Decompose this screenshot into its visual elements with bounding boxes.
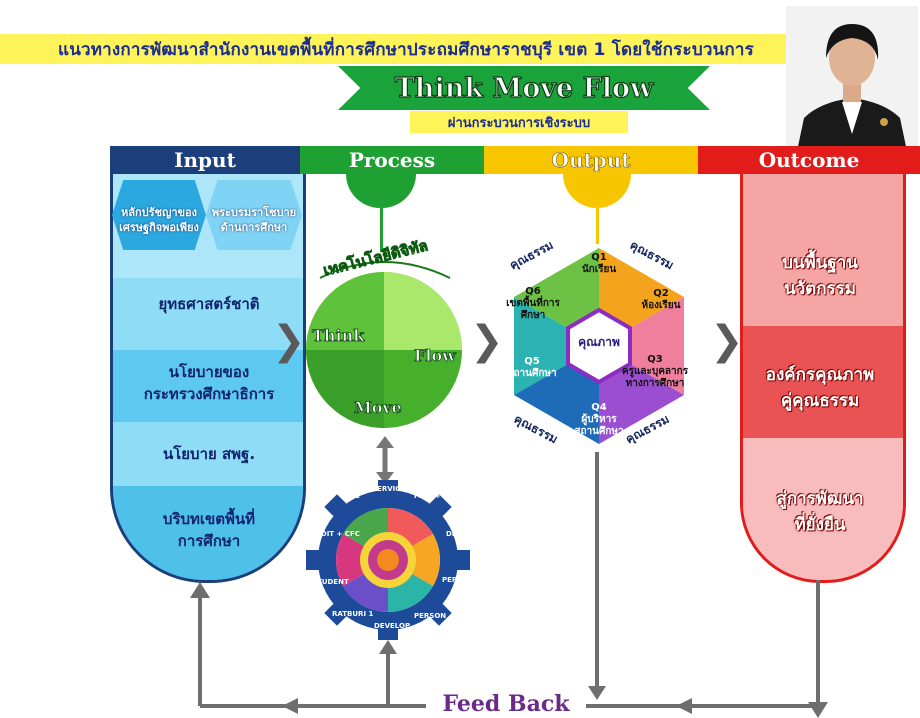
gear-label-abc: ABC <box>344 492 360 500</box>
q3-code: Q3 <box>647 354 663 365</box>
sufficiency-line-1: หลักปรัชญาของ <box>120 206 198 219</box>
outcome2-line-2: คู่คุณธรรม <box>780 391 860 411</box>
area-line-2: การศึกษา <box>177 532 241 550</box>
process-digital-circle <box>306 261 462 428</box>
royal-policy-label: พระบรมราโชบาย ด้านการศึกษา <box>206 205 302 235</box>
outcome-innovation: บนพื้นฐานนวัตกรรม <box>742 248 898 304</box>
input-band-2 <box>113 350 303 422</box>
q5-label: สถานศึกษา <box>507 368 557 379</box>
think-label: Think <box>312 326 365 346</box>
gear-label-ratburi: RATBURI 1 <box>332 610 374 618</box>
think-move-flow-banner: Think Move Flow <box>338 66 710 110</box>
gear-label-student: STUDENT <box>312 578 349 586</box>
presenter-portrait <box>786 6 918 156</box>
outcome-band-3 <box>743 438 903 580</box>
banner-text: Think Move Flow <box>394 72 654 104</box>
q6-label: เขตพื้นที่การศึกษา <box>506 298 560 321</box>
q4-label: ผู้บริหารสถานศึกษา <box>574 414 624 437</box>
process-header: Process <box>300 146 484 174</box>
hex-sufficiency <box>112 180 206 250</box>
sufficiency-label: หลักปรัชญาของ เศรษฐกิจพอเพียง <box>112 205 206 235</box>
input-item-area: บริบทเขตพื้นที่การศึกษา <box>118 505 300 555</box>
q6-code: Q6 <box>525 286 541 297</box>
input-item-obec: นโยบาย สพฐ. <box>162 445 256 463</box>
input-band-3 <box>113 422 303 486</box>
gear-label-perfect: PERFECT <box>442 576 477 584</box>
outcome-panel <box>740 174 906 583</box>
moe-line-1: นโยบายของ <box>168 363 250 381</box>
input-item-strategy: ยุทธศาสตร์ชาติ <box>158 295 260 313</box>
feedback-label-box: Feed Back <box>426 690 586 718</box>
q2-label: ห้องเรียน <box>641 300 681 311</box>
sufficiency-line-2: เศรษฐกิจพอเพียง <box>119 221 199 234</box>
royal-policy-line-2: ด้านการศึกษา <box>220 221 288 234</box>
outcome3-line-1: สู่การพัฒนา <box>776 489 864 509</box>
hex-royal-policy <box>206 180 302 250</box>
gear-label-audit: AUDIT + CFC <box>310 530 360 538</box>
outcome2-line-1: องค์กรคุณภาพ <box>765 365 875 385</box>
moe-line-2: กระทรวงศึกษาธิการ <box>143 385 275 403</box>
q4-code: Q4 <box>591 402 607 413</box>
input-item-moe: นโยบายของกระทรวงศึกษาธิการ <box>118 358 300 408</box>
outcome-sustainable: สู่การพัฒนาที่ยั่งยืน <box>742 484 898 540</box>
chevron-right-icon-2: ❯ <box>470 318 504 364</box>
outcome1-line-1: บนพื้นฐาน <box>782 253 858 273</box>
area-line-1: บริบทเขตพื้นที่ <box>162 510 256 528</box>
royal-policy-line-1: พระบรมราโชบาย <box>211 206 297 219</box>
feedback-label: Feed Back <box>442 691 570 717</box>
move-label: Move <box>354 398 403 418</box>
q1-code: Q1 <box>591 252 607 263</box>
quality-hexagon <box>514 248 684 444</box>
gear-label-dlict: DLICT <box>446 530 469 538</box>
gear-label-develop: DEVELOP <box>374 622 411 630</box>
input-band-4 <box>113 486 303 580</box>
output-header: Output <box>484 146 698 174</box>
chevron-right-icon-3: ❯ <box>710 318 744 364</box>
outcome-band-1 <box>743 174 903 326</box>
gear-label-person: PERSON <box>414 612 447 620</box>
input-band-1 <box>113 278 303 350</box>
q2-code: Q2 <box>653 288 669 299</box>
gear-label-service: SERVICE <box>372 485 406 493</box>
service-gear <box>306 480 470 640</box>
quality-center-label: คุณภาพ <box>578 335 620 349</box>
q3-label: ครูและบุคลากรทางการศึกษา <box>621 366 689 389</box>
flow-label: Flow <box>414 346 457 366</box>
double-arrow-icon <box>376 436 394 484</box>
outcome-quality-org: องค์กรคุณภาพคู่คุณธรรม <box>742 360 898 416</box>
q5-code: Q5 <box>524 356 540 367</box>
outcome-band-2 <box>743 326 903 438</box>
chevron-right-icon-1: ❯ <box>272 318 306 364</box>
main-title: แนวทางการพัฒนาสำนักงานเขตพื้นที่การศึกษา… <box>0 34 812 64</box>
subtitle: ผ่านกระบวนการเชิงระบบ <box>410 111 628 133</box>
output-connector <box>596 208 599 244</box>
outcome-header: Outcome <box>698 146 920 174</box>
process-connector <box>380 208 383 252</box>
gear-label-plan: PLAN+T <box>414 492 446 500</box>
outcome3-line-2: ที่ยั่งยืน <box>794 515 846 535</box>
q1-label: นักเรียน <box>581 264 617 275</box>
input-header: Input <box>110 146 300 174</box>
outcome1-line-2: นวัตกรรม <box>784 279 856 299</box>
